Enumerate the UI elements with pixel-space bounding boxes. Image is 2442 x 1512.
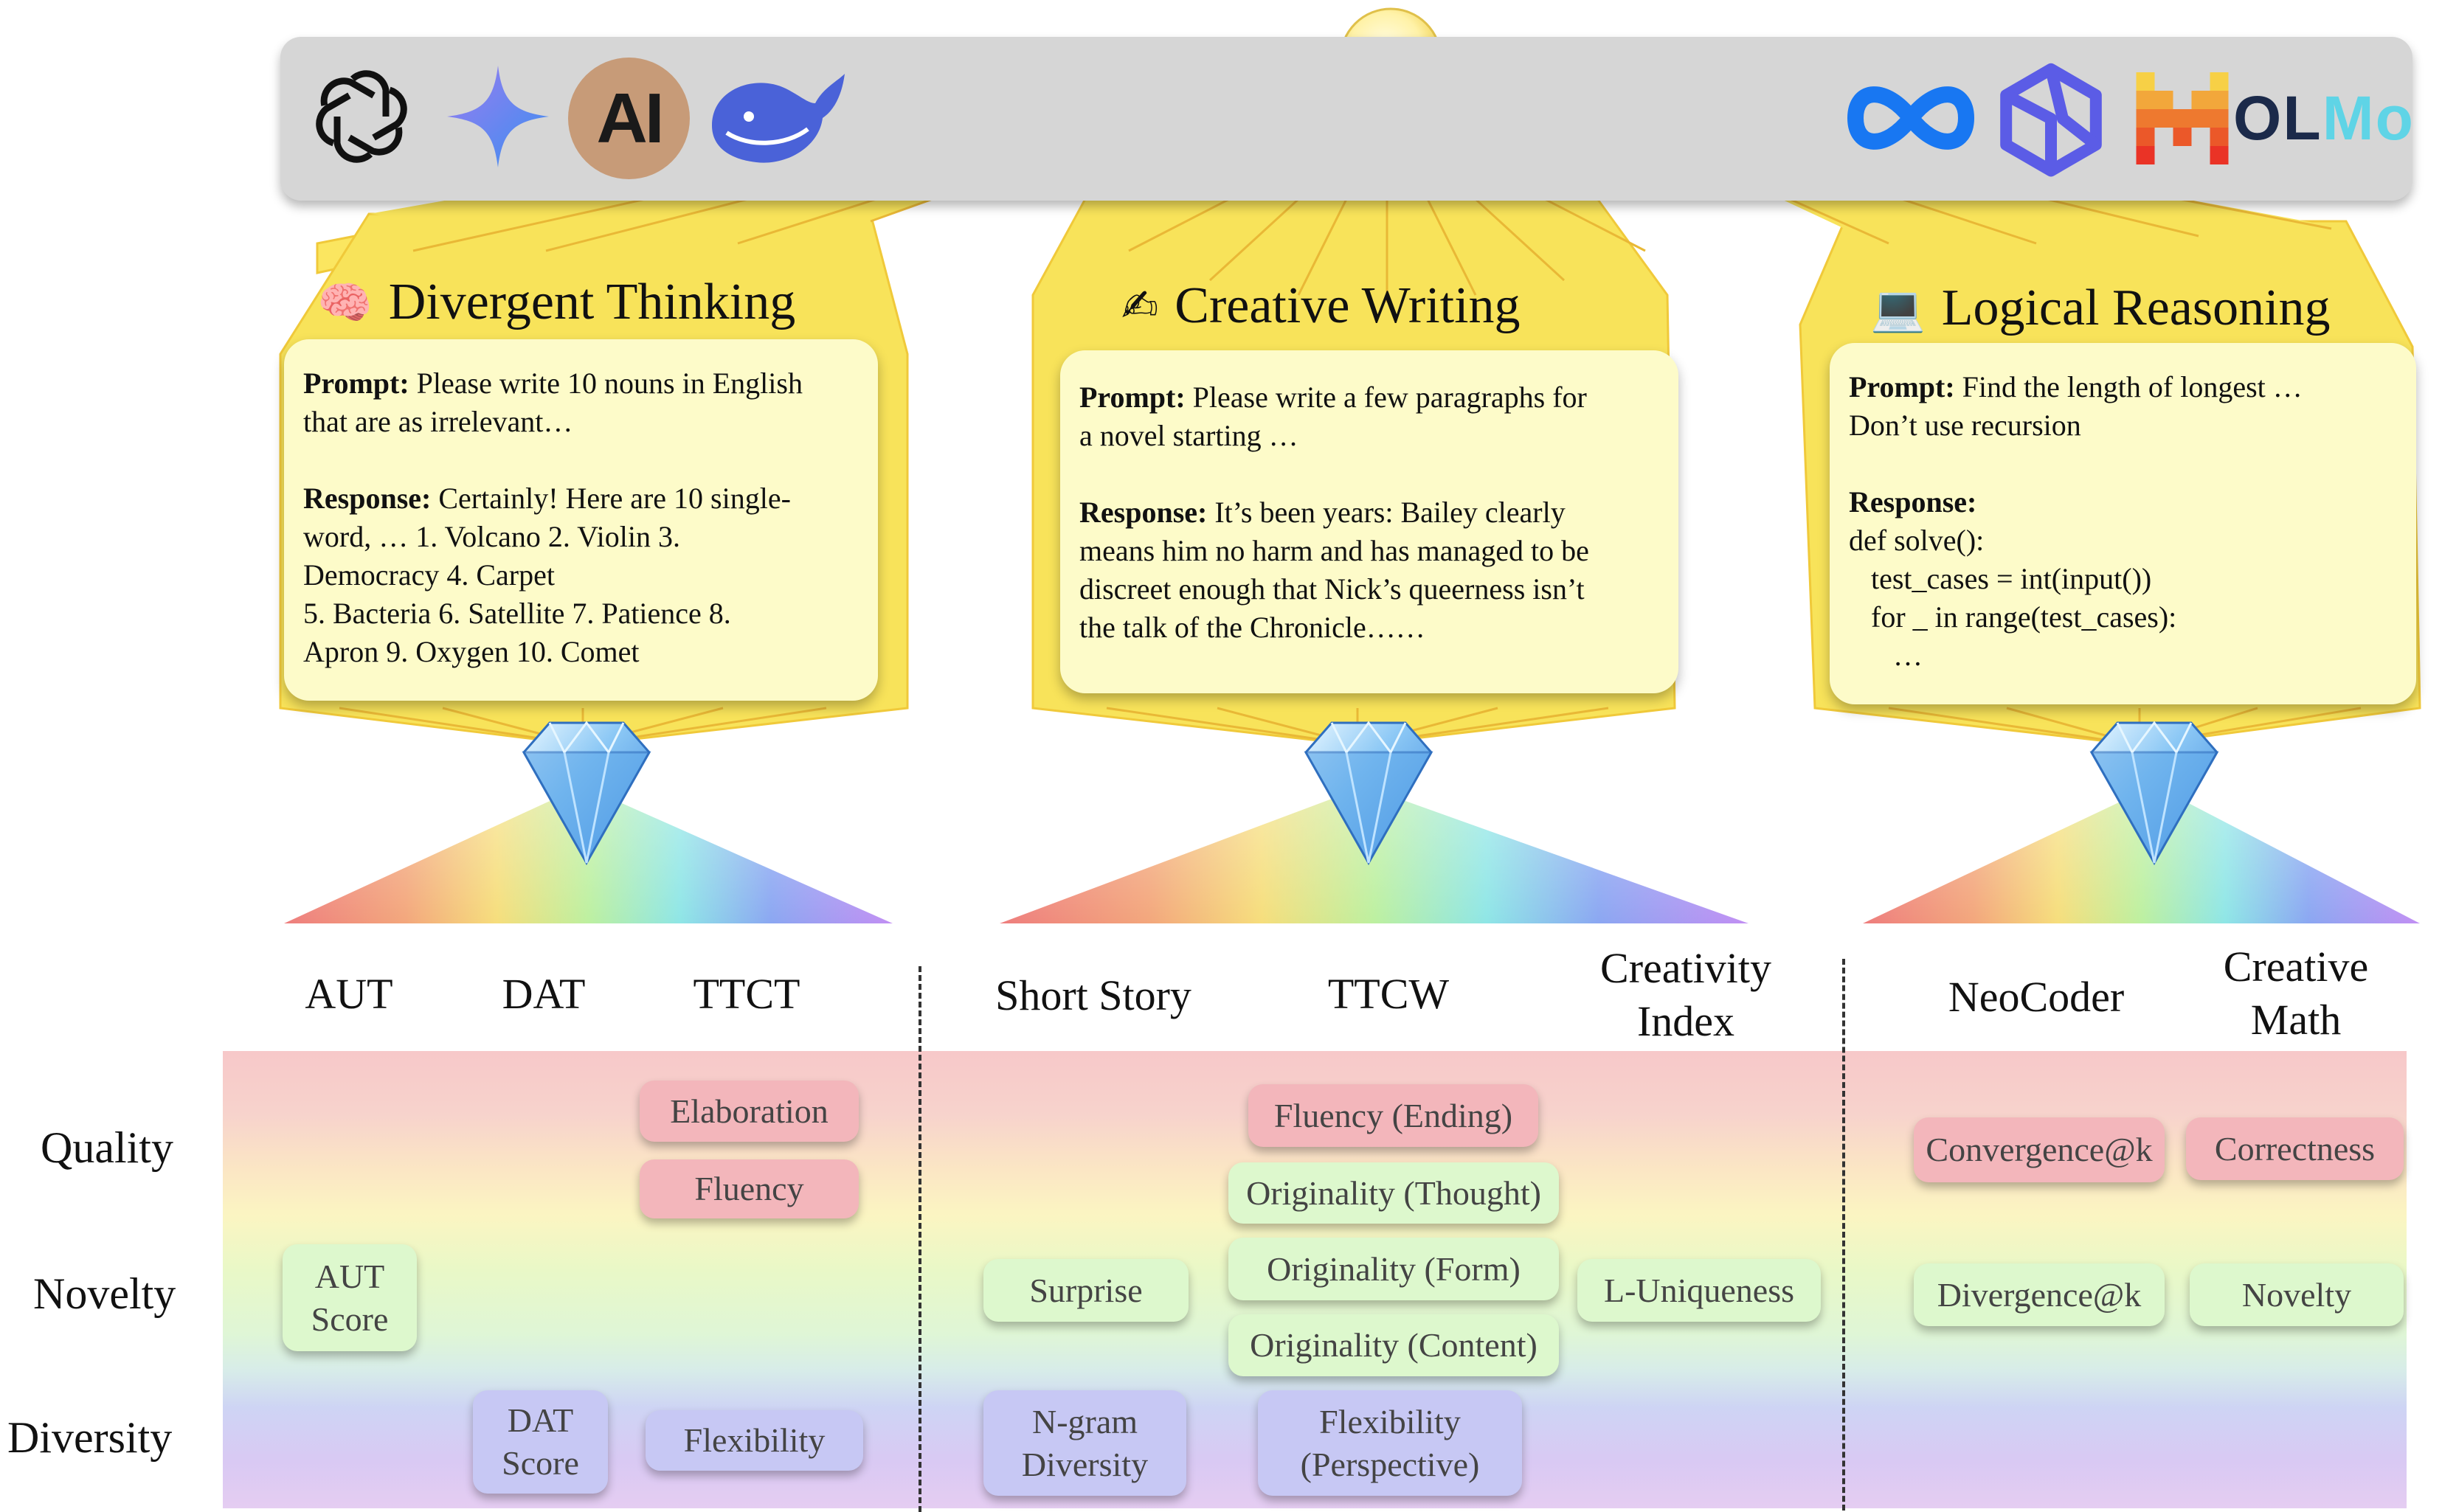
prompt-line: that are as irrelevant… bbox=[303, 405, 573, 438]
code-line: test_cases = int(input()) bbox=[1849, 562, 2152, 595]
column-header-dat: DAT bbox=[502, 970, 586, 1018]
writing-hand-icon: ✍ bbox=[1121, 280, 1159, 332]
deepseek-whale-icon bbox=[697, 59, 852, 177]
creative-example-card: Prompt: Please write a few paragraphs fo… bbox=[1060, 350, 1678, 693]
group-divider bbox=[919, 966, 921, 1512]
prompt-line: Prompt: Please write 10 nouns in English bbox=[303, 367, 803, 400]
row-label-quality: Quality bbox=[41, 1123, 173, 1172]
column-header-ttct: TTCT bbox=[693, 970, 800, 1018]
laptop-icon: 💻 bbox=[1870, 282, 1926, 335]
prompt-line: Don’t use recursion bbox=[1849, 409, 2081, 442]
row-label-diversity: Diversity bbox=[7, 1413, 173, 1462]
meta-infinity-icon bbox=[1841, 63, 1981, 173]
openai-logo-icon bbox=[302, 58, 421, 176]
metric-l-uniqueness: L-Uniqueness bbox=[1577, 1259, 1821, 1322]
response-line: discreet enough that Nick’s queerness is… bbox=[1079, 572, 1585, 606]
code-line: for _ in range(test_cases): bbox=[1849, 600, 2177, 634]
response-line: 5. Bacteria 6. Satellite 7. Patience 8. bbox=[303, 597, 731, 630]
column-header-neocoder: NeoCoder bbox=[1948, 973, 2125, 1021]
metric-originality-form: Originality (Form) bbox=[1228, 1238, 1559, 1300]
divergent-example-card: Prompt: Please write 10 nouns in English… bbox=[284, 339, 878, 701]
metric-convergence-k: Convergence@k bbox=[1914, 1117, 2165, 1182]
prompt-line: Prompt: Please write a few paragraphs fo… bbox=[1079, 381, 1587, 414]
group-divider bbox=[1842, 959, 1845, 1511]
response-line: Response: Certainly! Here are 10 single- bbox=[303, 482, 791, 515]
response-line: word, … 1. Volcano 2. Violin 3. bbox=[303, 520, 680, 553]
logical-example-card: Prompt: Find the length of longest … Don… bbox=[1830, 343, 2416, 704]
column-header-ttcw: TTCW bbox=[1327, 970, 1450, 1018]
prompt-line: Prompt: Find the length of longest … bbox=[1849, 370, 2303, 403]
metric-flexibility: Flexibility bbox=[646, 1410, 863, 1471]
column-header-aut: AUT bbox=[305, 970, 393, 1018]
prompt-line: a novel starting … bbox=[1079, 419, 1298, 452]
response-line: means him no harm and has managed to be bbox=[1079, 534, 1589, 567]
response-line: Apron 9. Oxygen 10. Comet bbox=[303, 635, 640, 668]
metric-fluency: Fluency bbox=[640, 1159, 859, 1218]
olmo-logo-text: OLMo bbox=[2233, 83, 2415, 153]
metric-surprise: Surprise bbox=[983, 1259, 1189, 1322]
panel-title-creative: ✍ Creative Writing bbox=[1121, 277, 1521, 336]
anthropic-logo-icon: AI bbox=[568, 58, 690, 179]
metric-novelty: Novelty bbox=[2190, 1263, 2404, 1326]
metric-dat-score: DAT Score bbox=[473, 1390, 608, 1494]
metric-divergence-k: Divergence@k bbox=[1914, 1263, 2165, 1326]
response-label: Response: bbox=[1849, 485, 1977, 519]
column-header-creativity-index: Creativity Index bbox=[1600, 944, 1771, 1045]
panel-title-divergent: 🧠 Divergent Thinking bbox=[317, 273, 795, 332]
row-label-novelty: Novelty bbox=[33, 1269, 176, 1318]
metric-originality-thought: Originality (Thought) bbox=[1228, 1162, 1559, 1224]
metric-elaboration: Elaboration bbox=[640, 1081, 859, 1142]
anthropic-logo-text: AI bbox=[596, 78, 665, 158]
panel-title-logical: 💻 Logical Reasoning bbox=[1870, 279, 2331, 338]
code-line: … bbox=[1849, 639, 1923, 672]
code-line: def solve(): bbox=[1849, 524, 1985, 557]
response-line: Democracy 4. Carpet bbox=[303, 558, 555, 592]
column-header-short-story: Short Story bbox=[995, 971, 1191, 1019]
metric-correctness: Correctness bbox=[2186, 1117, 2404, 1180]
panel-title-text: Logical Reasoning bbox=[1941, 280, 2331, 336]
qwen-star-icon bbox=[1988, 58, 2114, 179]
mistral-logo-icon bbox=[2131, 70, 2234, 166]
metric-aut-score: AUT Score bbox=[283, 1244, 417, 1351]
diamond-icons bbox=[522, 721, 2219, 866]
metric-ngram-diversity: N-gram Diversity bbox=[983, 1390, 1186, 1496]
brain-icon: 🧠 bbox=[317, 277, 373, 329]
panel-title-text: Creative Writing bbox=[1175, 277, 1521, 334]
panel-title-text: Divergent Thinking bbox=[388, 274, 796, 330]
response-line: the talk of the Chronicle…… bbox=[1079, 611, 1425, 644]
column-header-creative-math: Creative Math bbox=[2223, 943, 2369, 1044]
metric-fluency-ending: Fluency (Ending) bbox=[1248, 1084, 1538, 1147]
olmo-logo-icon: OLMo bbox=[2233, 70, 2413, 166]
gemini-star-icon bbox=[439, 58, 557, 176]
metric-flexibility-perspective: Flexibility (Perspective) bbox=[1258, 1390, 1522, 1496]
response-line: Response: It’s been years: Bailey clearl… bbox=[1079, 496, 1566, 529]
metric-originality-content: Originality (Content) bbox=[1228, 1314, 1559, 1376]
